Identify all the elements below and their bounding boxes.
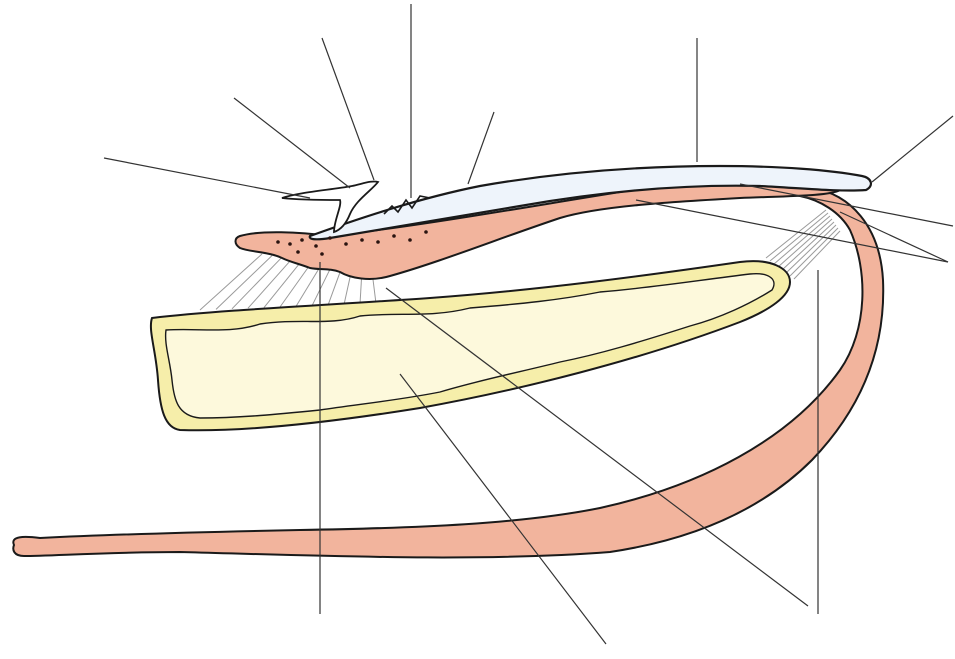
leader-line — [636, 200, 948, 262]
leader-line — [322, 38, 374, 180]
leader-line — [872, 116, 953, 182]
matrix-dot — [276, 240, 280, 244]
matrix-dot — [392, 234, 396, 238]
leader-line — [400, 374, 606, 644]
matrix-dot — [360, 238, 364, 242]
matrix-dot — [376, 240, 380, 244]
matrix-dot — [320, 252, 324, 256]
fiber-line — [312, 265, 332, 306]
fiber-line — [774, 216, 830, 264]
fiber-line — [216, 256, 272, 310]
matrix-dot — [288, 242, 292, 246]
matrix-dot — [408, 238, 412, 242]
matrix-dot — [344, 242, 348, 246]
fiber-line — [296, 264, 322, 307]
leader-line — [104, 158, 310, 198]
leader-line — [468, 112, 494, 184]
matrix-dot — [296, 250, 300, 254]
fiber-line — [280, 262, 312, 307]
fiber-line — [200, 254, 262, 310]
fiber-line — [232, 257, 282, 309]
matrix-dot — [300, 238, 304, 242]
matrix-dot — [424, 230, 428, 234]
matrix-dot — [328, 236, 332, 240]
leader-line — [234, 98, 350, 188]
matrix-dot — [314, 244, 318, 248]
